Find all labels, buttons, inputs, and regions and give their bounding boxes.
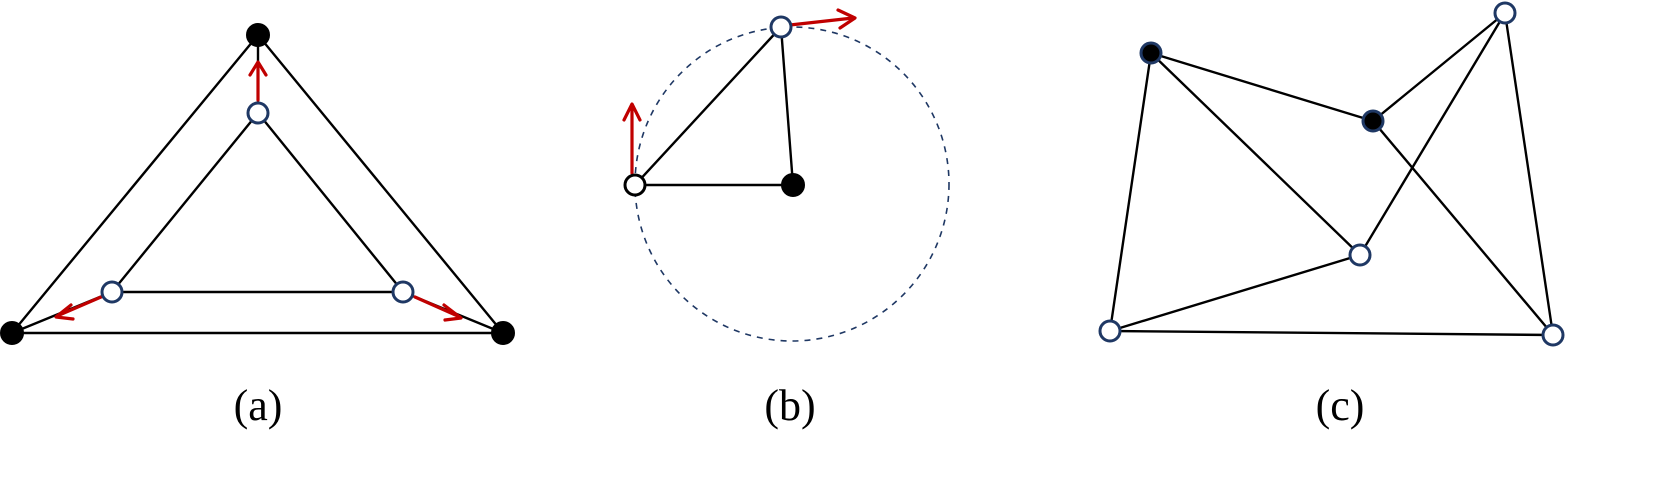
fixed-node — [1139, 41, 1163, 65]
free-node — [246, 101, 270, 125]
edge — [1503, 11, 1555, 337]
edge — [1358, 11, 1507, 257]
free-node — [391, 280, 415, 304]
panel-c: (c) — [1098, 1, 1565, 430]
edge — [1108, 253, 1362, 333]
fixed-node — [491, 321, 515, 345]
edge — [779, 25, 795, 187]
panel-caption: (c) — [1316, 381, 1365, 430]
free-node — [100, 280, 124, 304]
edge — [1371, 119, 1555, 337]
edge — [10, 33, 260, 335]
velocity-arrow — [788, 8, 857, 30]
fixed-node — [0, 321, 24, 345]
edge — [256, 111, 405, 294]
fixed-node — [1361, 109, 1385, 133]
panel-caption: (b) — [764, 381, 815, 430]
edge — [256, 33, 505, 335]
force-arrow — [54, 295, 103, 321]
panel-a: (a) — [0, 23, 515, 430]
edge — [1108, 51, 1153, 333]
edge — [633, 25, 783, 187]
fixed-node — [246, 23, 270, 47]
free-node — [1348, 243, 1372, 267]
force-arrow — [248, 60, 268, 102]
edge — [1149, 51, 1375, 123]
edge — [1149, 51, 1362, 257]
free-node — [1493, 1, 1517, 25]
edge — [1371, 11, 1507, 123]
free-node — [623, 173, 647, 197]
free-node — [1098, 319, 1122, 343]
force-arrow — [413, 295, 463, 322]
free-node — [1541, 323, 1565, 347]
panel-caption: (a) — [234, 381, 283, 430]
fixed-node — [781, 173, 805, 197]
free-node — [769, 15, 793, 39]
edge — [110, 111, 260, 294]
velocity-arrow — [622, 102, 642, 175]
panel-b: (b) — [622, 8, 950, 430]
edge — [1108, 329, 1555, 337]
